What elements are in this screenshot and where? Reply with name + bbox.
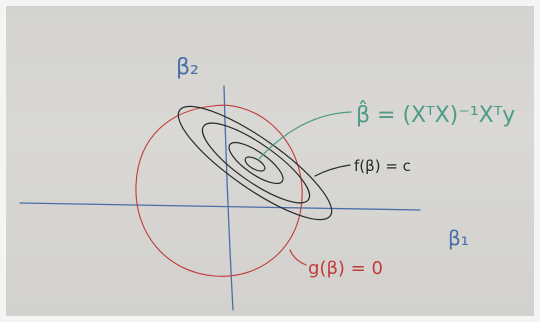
contour-inner bbox=[244, 156, 266, 172]
beta2-axis-label: β₂ bbox=[176, 55, 199, 80]
contour-outer bbox=[177, 105, 333, 221]
contour-third bbox=[201, 122, 311, 204]
beta1-axis bbox=[19, 202, 421, 211]
constraint-pointer bbox=[289, 249, 307, 266]
contour-pointer bbox=[314, 164, 351, 177]
beta1-axis-label: β₁ bbox=[448, 226, 469, 250]
contour-second bbox=[228, 141, 284, 185]
whiteboard bbox=[6, 6, 534, 316]
estimate-pointer bbox=[257, 111, 352, 161]
beta2-axis bbox=[223, 85, 234, 311]
ols-estimate-label: β̂ = (XᵀX)⁻¹Xᵀy bbox=[356, 101, 515, 128]
constraint-circle bbox=[135, 104, 303, 277]
objective-contours bbox=[177, 105, 333, 221]
objective-contour-label: f(β) = c bbox=[354, 157, 411, 175]
constraint-label: g(β) = 0 bbox=[308, 258, 383, 279]
